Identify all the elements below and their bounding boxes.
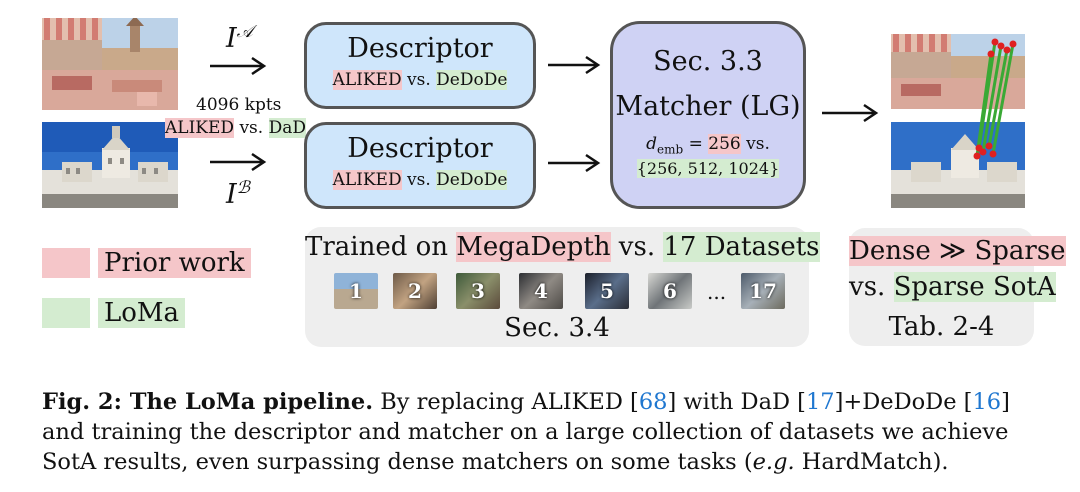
demb-subscript: emb [657,142,684,157]
descriptor-box-bottom: Descriptor ALIKED vs. DeDoDe [304,122,536,209]
legend-label-loma: LoMa [98,298,186,328]
input-image-b [42,122,178,208]
dataset-thumbnail: 5 [585,273,629,309]
palace-photo-icon [891,122,1025,208]
caption-text: HardMatch). [794,449,949,475]
dataset-number: 3 [471,279,485,303]
legend-swatch-loma [42,298,90,328]
image-b-symbol: I [226,179,237,210]
dataset-thumbnail: 2 [393,273,437,309]
dataset-number: 5 [600,279,614,303]
dataset-ellipsis: ... [707,280,727,304]
caption-line-1: Fig. 2: The LoMa pipeline. By replacing … [42,387,1042,417]
matcher-demb-options: {256, 512, 1024} [613,159,803,179]
citation-link[interactable]: 17 [805,389,835,415]
cafe-terrace-photo-icon [42,18,178,110]
dataset-number: 17 [749,279,777,303]
caption-title: Fig. 2: The LoMa pipeline. [42,389,374,415]
right-arrow-icon [210,56,267,76]
training-prefix: Trained on [305,232,449,262]
demb-loma: {256, 512, 1024} [636,159,780,179]
matcher-box: Sec. 3.3 Matcher (LG) demb = 256 vs. {25… [610,21,806,209]
dataset-thumbnail: 17 [741,273,785,309]
dataset-number: 4 [534,279,548,303]
kpts-label: 4096 kpts [196,95,282,115]
right-arrow-icon [822,103,879,123]
input-image-a [42,18,178,110]
dataset-number: 1 [349,279,363,303]
matcher-demb-line: demb = 256 vs. [613,134,803,156]
caption-line-2: and training the descriptor and matcher … [42,419,1009,445]
training-prior: MegaDepth [456,232,611,262]
training-loma: 17 Datasets [663,232,820,262]
right-arrow-icon [548,153,601,173]
caption-text: ] [1001,389,1010,415]
kpts-options: ALIKED vs. DaD [165,118,306,138]
matcher-section: Sec. 3.3 [653,46,763,77]
legend-label-prior: Prior work [98,248,251,278]
results-loma: Sparse SotA [893,272,1056,302]
descriptor-prior: ALIKED [332,70,402,90]
demb-prior: 256 [708,134,741,154]
descriptor-box-top: Descriptor ALIKED vs. DeDoDe [304,22,536,109]
results-section: Tab. 2-4 [888,312,995,342]
right-arrow-icon [548,55,601,75]
right-arrow-icon [210,152,267,172]
descriptor-options: ALIKED vs. DeDoDe [307,70,533,90]
kpts-vs: vs. [239,118,264,138]
results-line2: vs. Sparse SotA [849,272,1056,302]
dataset-number: 2 [408,279,422,303]
palace-photo-icon [42,122,178,208]
results-prior: Dense ≫ Sparse [849,236,1066,266]
dataset-thumbnail: 3 [456,273,500,309]
caption-italic: e.g. [752,449,795,475]
descriptor-options: ALIKED vs. DeDoDe [307,170,533,190]
match-lines-icon [973,38,1017,160]
demb-vs: vs. [746,134,770,154]
matcher-title: Matcher (LG) [615,91,801,122]
kpts-prior-detector: ALIKED [165,118,235,138]
descriptor-loma: DeDoDe [436,170,508,190]
training-vs: vs. [618,232,656,262]
descriptor-title: Descriptor [347,33,493,64]
caption-text: ] with DaD [ [667,389,806,415]
image-a-label: I𝒜 [226,22,253,54]
figure-caption: Fig. 2: The LoMa pipeline. By replacing … [42,387,1042,477]
dataset-number: 6 [663,279,677,303]
caption-text: SotA results, even surpassing dense matc… [42,449,753,475]
dataset-thumbnail: 1 [334,273,378,309]
descriptor-vs: vs. [407,70,431,90]
output-image-b [891,122,1025,208]
caption-text: ]+DeDoDe [ [834,389,973,415]
dataset-thumbnail: 4 [519,273,563,309]
image-a-superscript: 𝒜 [236,22,253,42]
kpts-loma-detector: DaD [268,118,306,138]
descriptor-vs: vs. [407,170,431,190]
training-section: Sec. 3.4 [504,313,610,343]
citation-link[interactable]: 68 [638,389,668,415]
results-line1: Dense ≫ Sparse [849,236,1066,266]
citation-link[interactable]: 16 [972,389,1002,415]
demb-equals: = [688,134,703,154]
dataset-thumbnail: 6 [648,273,692,309]
descriptor-prior: ALIKED [332,170,402,190]
demb-variable: d [646,134,658,154]
image-a-symbol: I [226,23,237,54]
training-title: Trained on MegaDepth vs. 17 Datasets [305,232,820,262]
legend-swatch-prior [42,248,90,278]
caption-line-3: SotA results, even surpassing dense matc… [42,447,1042,477]
descriptor-loma: DeDoDe [436,70,508,90]
image-b-label: Iℬ [226,178,250,210]
results-vs: vs. [849,272,886,302]
descriptor-title: Descriptor [347,133,493,164]
caption-text: By replacing ALIKED [ [373,389,639,415]
image-b-superscript: ℬ [236,178,251,198]
